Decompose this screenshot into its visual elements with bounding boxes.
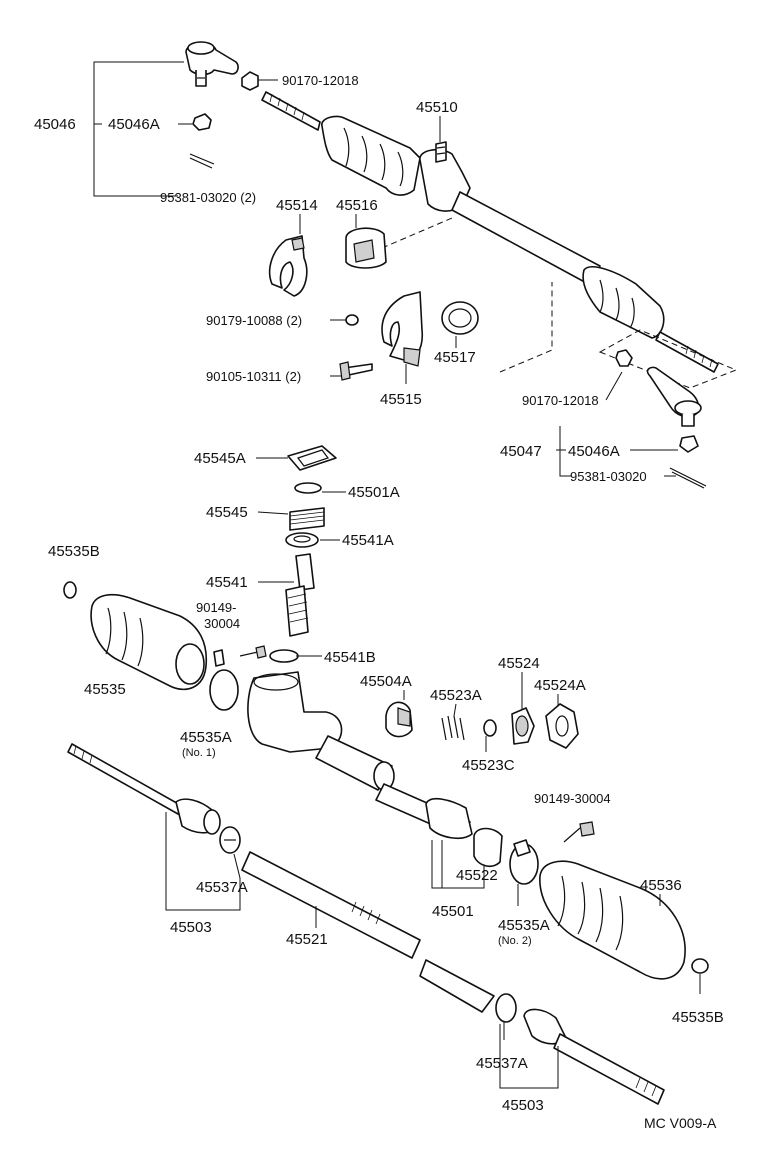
clamp-45535b-upper	[63, 581, 77, 599]
label-45510: 45510	[416, 99, 458, 116]
label-45503-right: 45503	[502, 1097, 544, 1114]
boot-45535	[90, 593, 208, 691]
diagram-code: MC V009-A	[644, 1115, 717, 1131]
locknut-45524a	[545, 703, 579, 749]
label-no2: (No. 2)	[498, 935, 532, 947]
label-90149-30004: 90149-30004	[534, 791, 611, 806]
bearing-45541b	[269, 649, 299, 663]
labels: 45046 45046A 90170-12018 95381-03020 (2)…	[34, 73, 724, 1131]
label-95381-03020-2: 95381-03020 (2)	[160, 190, 256, 205]
label-45535: 45535	[84, 681, 126, 698]
label-45535b-lower: 45535B	[672, 1009, 724, 1026]
label-45521: 45521	[286, 931, 328, 948]
plug-45524	[511, 672, 535, 745]
label-45524a: 45524A	[534, 677, 586, 694]
label-90105-10311: 90105-10311 (2)	[206, 369, 301, 384]
bushing-45517	[441, 301, 479, 335]
nut-45545	[289, 507, 325, 531]
clamp-45535a-no2	[509, 839, 539, 885]
tie-rod-end-rh	[615, 349, 702, 453]
label-45046: 45046	[34, 116, 76, 133]
label-45535a-no2: 45535A	[498, 917, 550, 934]
label-45537a-right: 45537A	[476, 1055, 528, 1072]
bracket-45515	[381, 291, 424, 367]
clamp-45535a-no1	[209, 649, 239, 711]
castle-nut-45046a-upper	[192, 113, 212, 131]
bolt-90105	[339, 361, 373, 381]
label-45535b-upper: 45535B	[48, 543, 100, 560]
label-90149-part2: 30004	[204, 616, 240, 631]
cotter-pin-upper	[189, 153, 215, 169]
label-no1: (No. 1)	[182, 747, 216, 759]
label-45523a: 45523A	[430, 687, 482, 704]
rack-housing-upper	[261, 91, 719, 373]
guide-45504a	[385, 701, 413, 738]
label-45524: 45524	[498, 655, 540, 672]
label-45522: 45522	[456, 867, 498, 884]
bearing-45541a	[285, 532, 319, 548]
label-90170-12018-lower: 90170-12018	[522, 393, 599, 408]
label-45545: 45545	[206, 504, 248, 521]
screw-90149-b	[563, 821, 595, 843]
nut-90170-upper	[241, 71, 259, 91]
label-90149-part1: 90149-	[196, 600, 236, 615]
pinion-45541	[285, 553, 315, 637]
tie-rod-45503-left	[67, 743, 221, 835]
label-45517: 45517	[434, 349, 476, 366]
label-45503-left: 45503	[170, 919, 212, 936]
label-45536: 45536	[640, 877, 682, 894]
label-45046a-upper: 45046A	[108, 116, 160, 133]
label-45514: 45514	[276, 197, 318, 214]
label-45541b: 45541B	[324, 649, 376, 666]
nut-90179	[345, 314, 359, 326]
label-45537a-left: 45537A	[196, 879, 248, 896]
washer-45523c	[483, 719, 497, 737]
label-45535a-no1: 45535A	[180, 729, 232, 746]
label-95381-03020: 95381-03020	[570, 469, 647, 484]
label-90179-10088: 90179-10088 (2)	[206, 313, 302, 328]
cotter-pin-lower	[669, 467, 707, 489]
ring-45501a	[294, 482, 322, 494]
tie-rod-45503-right	[523, 1008, 665, 1105]
bracket-45514	[268, 235, 308, 297]
washer-45537a-right	[495, 993, 517, 1023]
label-90170-12018-upper: 90170-12018	[282, 73, 359, 88]
cover-45545a	[287, 445, 337, 471]
clamp-45535b-lower	[691, 958, 709, 974]
screw-90149-a	[239, 645, 267, 659]
label-45046a-lower: 45046A	[568, 443, 620, 460]
label-45047: 45047	[500, 443, 542, 460]
bushing-45522	[473, 827, 503, 868]
label-45501a: 45501A	[348, 484, 400, 501]
rack-bar-45521	[241, 851, 495, 1013]
label-45501: 45501	[432, 903, 474, 920]
boot-45536	[539, 860, 686, 980]
washer-45537a-left	[219, 826, 241, 854]
label-45541: 45541	[206, 574, 248, 591]
bushing-45516	[345, 227, 387, 269]
rack-housing-lower	[247, 671, 473, 840]
spring-45523a	[441, 715, 465, 741]
label-45515: 45515	[380, 391, 422, 408]
label-45523c: 45523C	[462, 757, 515, 774]
label-45504a: 45504A	[360, 673, 412, 690]
label-45541a: 45541A	[342, 532, 394, 549]
label-45545a: 45545A	[194, 450, 246, 467]
tie-rod-end-lh	[185, 41, 239, 87]
label-45516: 45516	[336, 197, 378, 214]
